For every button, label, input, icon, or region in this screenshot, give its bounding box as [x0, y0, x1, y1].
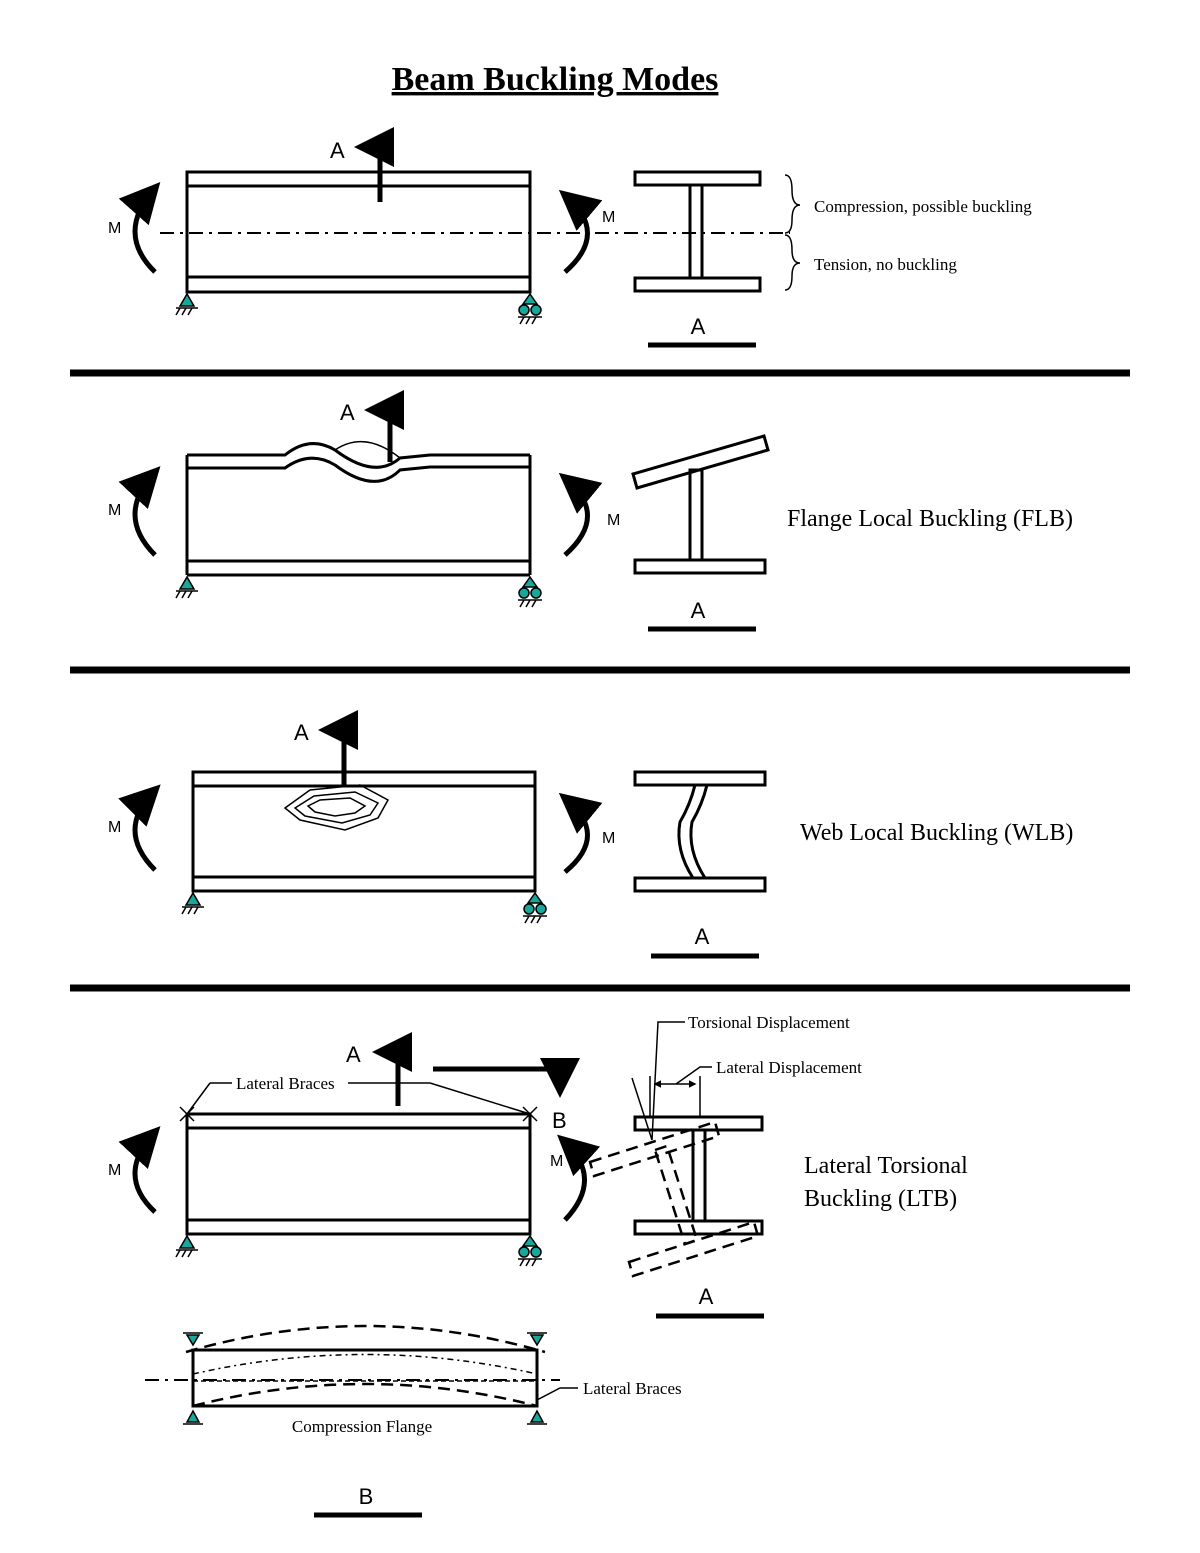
moment-arrow-right	[557, 1134, 601, 1222]
torsional-displacement-label: Torsional Displacement	[688, 1013, 850, 1032]
moment-label-right: M	[602, 830, 615, 847]
mode-label-line1: Lateral Torsional	[804, 1153, 968, 1179]
beam-elevation	[185, 1112, 532, 1236]
lateral-braces-label: Lateral Braces	[236, 1074, 335, 1093]
section-cut-label: A	[294, 720, 309, 745]
brace-markers	[179, 1082, 538, 1122]
web-buckle-contours	[283, 784, 390, 831]
moment-arrow-right	[558, 472, 603, 557]
roller-support	[518, 292, 542, 325]
mode-label-line2: Buckling (LTB)	[804, 1186, 957, 1212]
section-cut-arrow	[318, 710, 358, 785]
brace-tension	[784, 234, 801, 291]
moment-label-left: M	[108, 220, 121, 237]
moment-label-left: M	[108, 502, 121, 519]
moment-label-right: M	[602, 209, 615, 226]
section-cut-arrow	[364, 390, 404, 462]
roller-support	[518, 1234, 542, 1267]
moment-arrow-left	[118, 1126, 161, 1214]
moment-label-left: M	[108, 819, 121, 836]
mode-label: Web Local Buckling (WLB)	[800, 820, 1073, 846]
mode-label: Flange Local Buckling (FLB)	[787, 506, 1073, 532]
buckled-flange-outline	[185, 1324, 546, 1354]
brace-compression	[784, 174, 801, 234]
section-caption: A	[691, 314, 706, 339]
moment-arrow-right	[558, 189, 603, 274]
beam-elevation	[191, 770, 537, 893]
section-cut-arrow-b	[433, 1058, 580, 1098]
plan-caption: B	[359, 1484, 374, 1509]
i-section-buckled-web	[633, 770, 767, 893]
section-cut-arrow-a	[372, 1032, 412, 1106]
moment-label-left: M	[108, 1162, 121, 1179]
section-caption: A	[691, 598, 706, 623]
moment-label-right: M	[607, 512, 620, 529]
roller-support	[518, 575, 542, 608]
moment-arrow-left	[118, 466, 161, 557]
panel-flb: M M A A Flange Local Buckling (FLB)	[108, 390, 1073, 632]
section-caption: A	[699, 1284, 714, 1309]
compression-flange-label: Compression Flange	[292, 1417, 432, 1436]
moment-arrow-left	[118, 182, 161, 274]
section-cut-label-b: B	[552, 1108, 567, 1133]
i-section-buckled-flange	[631, 434, 770, 575]
i-section-ltb	[588, 1021, 764, 1278]
pin-support	[181, 891, 204, 915]
moment-label-right: M	[550, 1153, 563, 1170]
moment-arrow-left	[118, 784, 161, 872]
lateral-displacement-label: Lateral Displacement	[716, 1058, 862, 1077]
moment-arrow-right	[558, 792, 603, 874]
tension-note: Tension, no buckling	[814, 255, 957, 274]
displaced-section	[588, 1120, 760, 1278]
pin-support	[175, 1234, 198, 1258]
section-cut-label: A	[330, 138, 345, 163]
compression-note: Compression, possible buckling	[814, 197, 1032, 216]
plan-braces-label: Lateral Braces	[583, 1379, 682, 1398]
torsional-leader	[631, 1077, 653, 1141]
i-section	[633, 170, 762, 293]
panel-wlb: M M A A Web Local Buckling (WLB)	[108, 710, 1073, 959]
section-cut-label-a: A	[346, 1042, 361, 1067]
page-title: Beam Buckling Modes	[392, 61, 719, 98]
panel-ltb: Lateral Braces M M A B	[108, 1013, 968, 1518]
roller-support	[523, 891, 547, 924]
beam-elevation	[185, 440, 532, 577]
plan-view	[145, 1324, 578, 1425]
section-caption: A	[695, 924, 710, 949]
section-cut-label: A	[340, 400, 355, 425]
pin-support	[175, 292, 198, 316]
panel-bending: M M A A Compression, possible buckling T	[108, 127, 1032, 348]
pin-support	[175, 575, 198, 599]
section-cut-arrow	[354, 127, 394, 202]
